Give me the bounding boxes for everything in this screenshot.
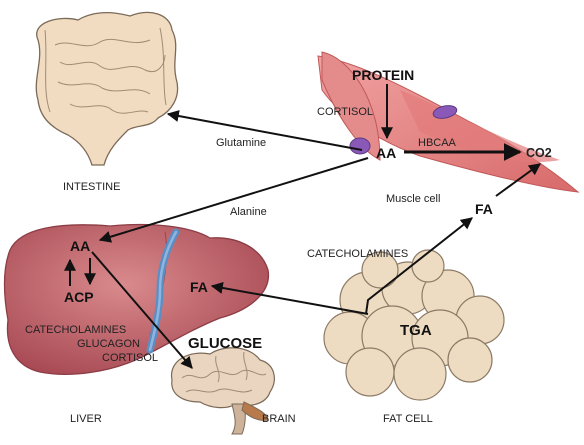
label-co2: CO2 [526, 146, 552, 160]
arrow-liver-to-brain [91, 251, 193, 369]
arrow-aa-to-intestine [166, 110, 363, 151]
brain-organ [170, 347, 275, 435]
label-glutamine: Glutamine [216, 137, 266, 149]
label-brain: BRAIN [262, 413, 296, 425]
fat-cell-cluster [323, 249, 505, 401]
arrow-tga-to-fa-liver [210, 282, 369, 315]
muscle-nucleus-1 [432, 105, 458, 119]
blood-vessel [146, 228, 180, 354]
label-fat-cell: FAT CELL [383, 413, 433, 425]
label-hbcaa: HBCAA [418, 137, 457, 149]
label-catecholamines-liver: CATECHOLAMINES [25, 324, 126, 336]
label-aa-liver: AA [70, 238, 90, 254]
label-glucagon: GLUCAGON [77, 338, 140, 350]
label-muscle-cell: Muscle cell [386, 193, 440, 205]
label-aa-muscle: AA [376, 145, 396, 161]
label-glucose: GLUCOSE [188, 335, 262, 352]
label-cortisol-muscle: CORTISOL [317, 106, 373, 118]
label-protein: PROTEIN [352, 67, 414, 83]
arrow-fa-to-co2 [495, 163, 541, 197]
muscle-nucleus-2 [349, 137, 371, 155]
arrow-aa-to-liver [98, 157, 369, 243]
label-acp: ACP [64, 289, 94, 305]
label-fa-top: FA [475, 201, 493, 217]
intestine-organ [35, 11, 179, 166]
label-intestine: INTESTINE [63, 181, 120, 193]
label-cortisol-liver: CORTISOL [102, 352, 158, 364]
label-tga: TGA [400, 322, 432, 339]
arrow-tga-to-fa-top [365, 217, 473, 315]
pathway-arrows [64, 84, 541, 369]
label-liver: LIVER [70, 413, 102, 425]
label-fa-liver: FA [190, 279, 208, 295]
labels: PROTEIN CORTISOL HBCAA AA CO2 Glutamine … [25, 67, 552, 425]
label-catecholamines-fat: CATECHOLAMINES [307, 248, 408, 260]
label-alanine: Alanine [230, 206, 267, 218]
